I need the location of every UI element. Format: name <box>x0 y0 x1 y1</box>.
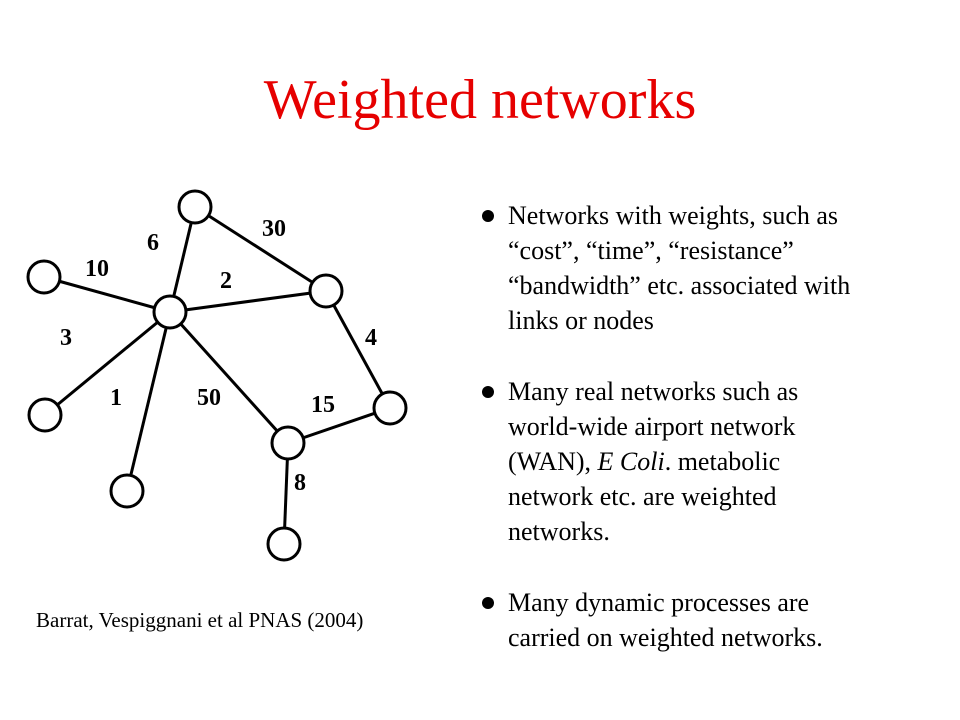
node-bottom <box>266 526 302 562</box>
edge-hub-left <box>43 275 171 314</box>
node-right <box>308 273 344 309</box>
node-left <box>26 259 62 295</box>
edge-hub-top <box>168 206 197 313</box>
node-hub <box>152 294 188 330</box>
weight-mid-farright: 15 <box>311 392 335 418</box>
node-bottomleft <box>109 473 145 509</box>
edge-mid-farright <box>287 406 391 445</box>
bullet-dot-icon <box>482 210 494 222</box>
bullet-line: Many real networks such as <box>508 377 799 406</box>
bullet-item: Many dynamic processes are carried on we… <box>478 585 948 655</box>
edge-hub-bottomleft <box>125 311 172 492</box>
weight-hub-mid: 50 <box>197 385 221 411</box>
bullet-line: Many dynamic processes are <box>508 588 810 617</box>
bullet-line: “cost”, “time”, “resistance” <box>508 236 794 265</box>
node-top <box>177 189 213 225</box>
weight-mid-bottom: 8 <box>294 470 306 496</box>
weight-right-farright: 4 <box>365 325 377 351</box>
bullet-line: world-wide airport network <box>508 412 796 441</box>
bullet-dot-icon <box>482 386 494 398</box>
weight-hub-bottomleft: 1 <box>110 385 122 411</box>
edge-hub-lowerleft <box>44 310 171 417</box>
bullet-item: Many real networks such as world-wide ai… <box>478 374 948 549</box>
bullet-list: Networks with weights, such as “cost”, “… <box>478 198 948 655</box>
node-lowerleft <box>27 397 63 433</box>
bullet-line: network etc. are weighted <box>508 482 777 511</box>
edge-hub-right <box>169 289 327 314</box>
citation: Barrat, Vespiggnani et al PNAS (2004) <box>36 608 364 632</box>
bullet-line: networks. <box>508 517 610 546</box>
node-mid <box>270 425 306 461</box>
slide-title: Weighted networks <box>263 69 697 131</box>
bullet-line: links or nodes <box>508 306 654 335</box>
bullet-text: (WAN), <box>508 447 598 476</box>
bullet-line: carried on weighted networks. <box>508 623 823 652</box>
edge-top-right <box>194 205 327 293</box>
bullet-line: “bandwidth” etc. associated with <box>508 271 851 300</box>
node-farright <box>372 390 408 426</box>
bullet-item: Networks with weights, such as “cost”, “… <box>478 198 948 338</box>
bullet-line: Networks with weights, such as <box>508 201 839 230</box>
weight-hub-top: 6 <box>147 230 159 256</box>
weight-hub-left: 10 <box>85 256 109 282</box>
organism-name: E Coli <box>597 447 665 476</box>
weight-hub-lowerleft: 3 <box>60 325 72 351</box>
bullet-line-with-italic: (WAN), E Coli. metabolic <box>508 444 948 479</box>
weight-top-right: 30 <box>262 216 286 242</box>
weight-hub-right: 2 <box>220 268 232 294</box>
bullet-dot-icon <box>482 597 494 609</box>
edge-hub-mid <box>168 310 290 445</box>
edge-right-farright <box>324 290 392 409</box>
bullet-text: . metabolic <box>664 447 781 476</box>
